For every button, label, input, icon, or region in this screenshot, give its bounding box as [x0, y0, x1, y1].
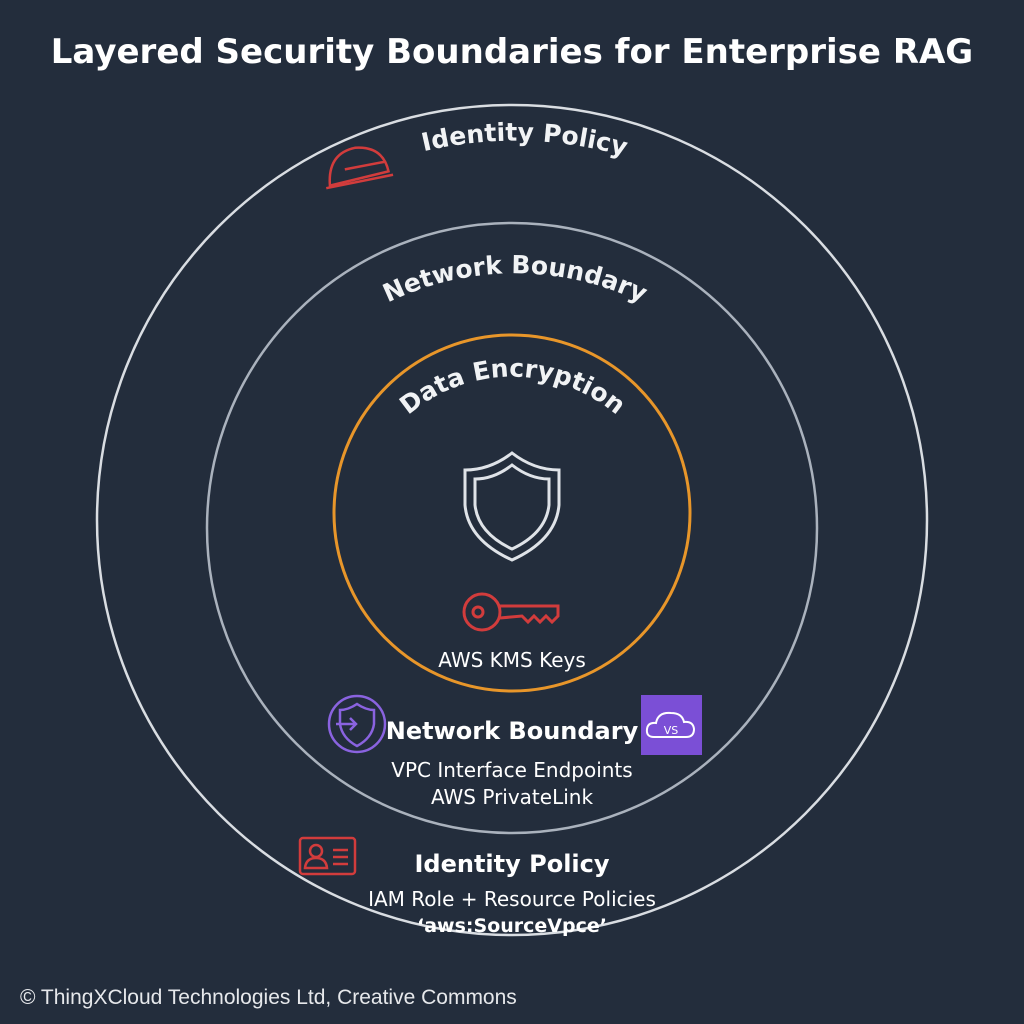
page-title: Layered Security Boundaries for Enterpri…	[50, 32, 974, 72]
hard-hat-icon	[326, 146, 394, 190]
inner-ring-label: Data Encryption	[394, 354, 631, 420]
network-line-2: AWS PrivateLink	[430, 785, 594, 809]
shield-enter-icon	[327, 694, 387, 754]
network-section-title: Network Boundary	[385, 717, 639, 745]
identity-line-2: ‘aws:SourceVpce’	[417, 915, 607, 937]
kms-keys-label: AWS KMS Keys	[438, 648, 586, 672]
identity-section-title: Identity Policy	[414, 850, 610, 878]
middle-ring-network	[205, 221, 819, 835]
vpc-cloud-icon: VS	[641, 695, 702, 755]
outer-ring-identity	[95, 103, 929, 937]
identity-line-1: IAM Role + Resource Policies	[368, 887, 656, 911]
copyright-footer: © ThingXCloud Technologies Ltd, Creative…	[20, 986, 517, 1009]
svg-text:VS: VS	[664, 724, 679, 737]
outer-ring-label: Identity Policy	[419, 118, 631, 162]
id-card-icon	[298, 836, 357, 876]
middle-ring-label: Network Boundary	[378, 250, 651, 308]
network-line-1: VPC Interface Endpoints	[391, 758, 633, 782]
shield-icon	[463, 451, 561, 562]
inner-ring-encryption	[332, 333, 692, 693]
key-icon	[462, 592, 560, 632]
